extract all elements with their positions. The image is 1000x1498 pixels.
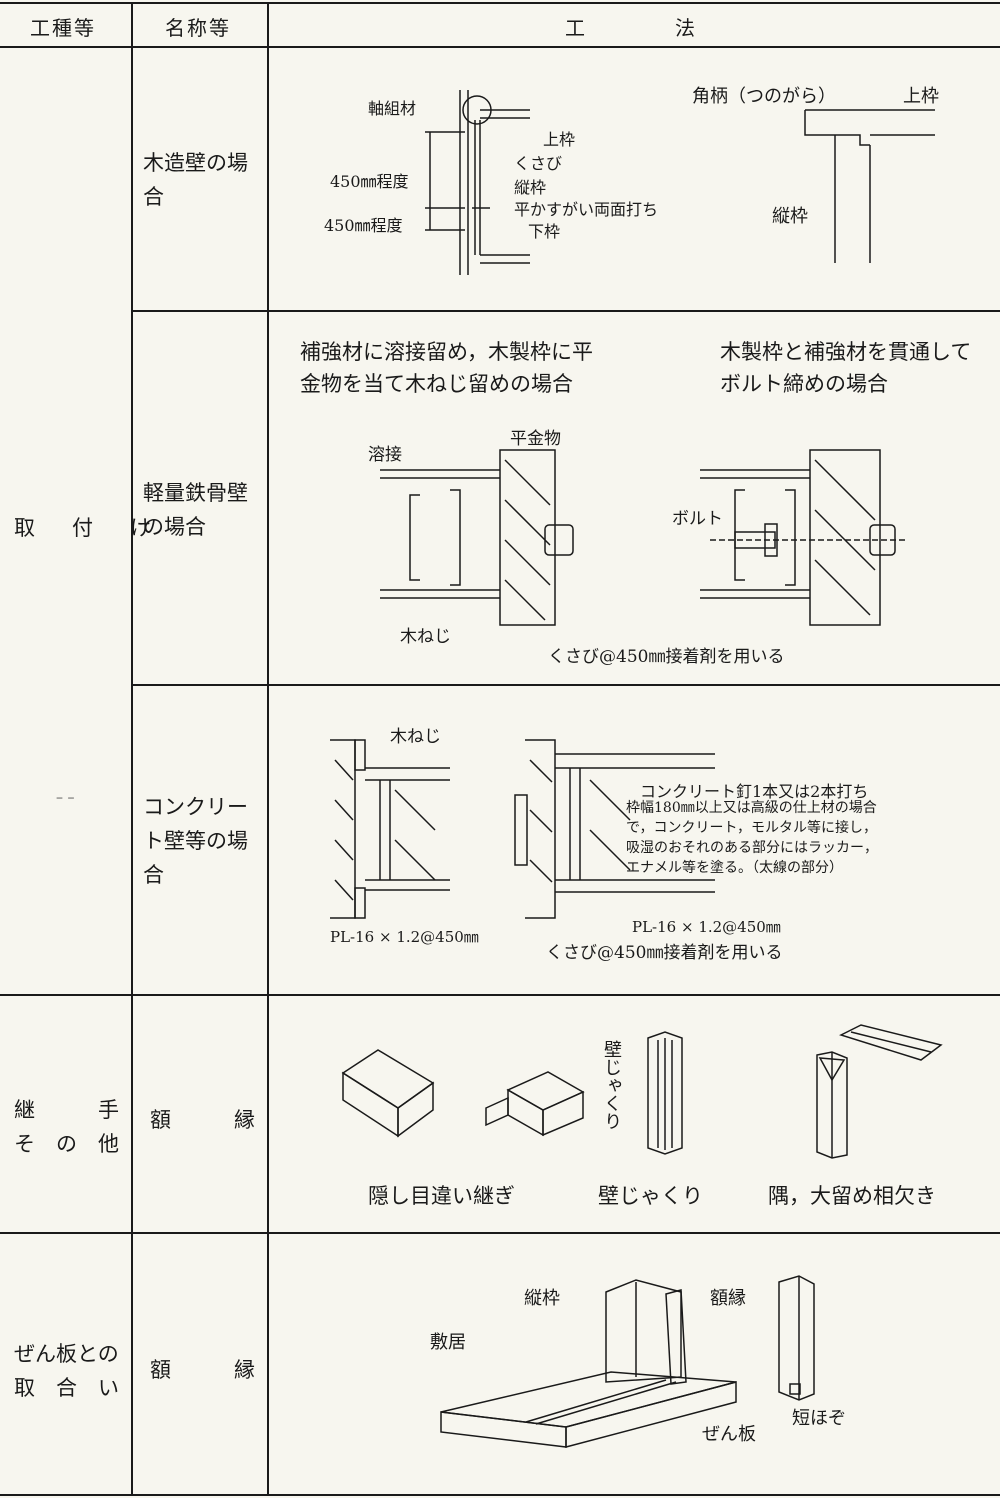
sumi-horizontal-drawing xyxy=(836,1020,946,1065)
tsunogara-diagram xyxy=(800,105,940,265)
steel-bolted-diagram xyxy=(700,450,910,630)
wood-frame-diagram xyxy=(420,80,560,280)
kabejakuri-drawing xyxy=(640,1030,690,1155)
label-yosetsu: 溶接 xyxy=(368,445,402,465)
row-rule xyxy=(0,994,1000,996)
label-sumi: 隅，大留め相欠き xyxy=(768,1184,936,1208)
name-concrete: コンクリート壁等の場合 xyxy=(143,795,248,887)
label-dim1: 450㎜程度 xyxy=(330,172,409,191)
concrete-note: 枠幅180㎜以上又は高級の仕上材の場合 で，コンクリート，モルタル等に接し， 吸… xyxy=(626,800,878,876)
category-tsugite-2: そ の 他 xyxy=(14,1132,119,1156)
name-steel: 軽量鉄骨壁の場合 xyxy=(143,481,248,539)
label-gakubuchi-zenita: 額縁 xyxy=(710,1288,746,1309)
table-top-rule xyxy=(0,2,1000,4)
label-shikii: 敷居 xyxy=(430,1332,466,1353)
label-pl-right: PL-16 × 1.2@450㎜ xyxy=(632,918,781,936)
label-dim2: 450㎜程度 xyxy=(324,216,403,235)
concrete-left-diagram xyxy=(325,740,455,925)
label-tanhozo: 短ほぞ xyxy=(792,1408,846,1429)
steel-welded-diagram xyxy=(380,450,580,630)
kakushi-joint-drawing xyxy=(338,1048,438,1138)
label-kabe-vertical: 壁じゃくり xyxy=(601,1040,622,1130)
label-zenita: ぜん板 xyxy=(702,1424,756,1445)
label-kusabi-concrete: くさび@450㎜接着剤を用いる xyxy=(546,943,783,963)
label-pl-left: PL-16 × 1.2@450㎜ xyxy=(330,928,479,946)
column-rule-2 xyxy=(267,2,269,1496)
tanhozo-drawing xyxy=(774,1274,824,1404)
label-kinezi-concrete: 木ねじ xyxy=(390,727,441,747)
name-gakubuchi-1: 額 縁 xyxy=(150,1108,255,1132)
header-name: 名称等 xyxy=(165,16,231,40)
header-category: 工種等 xyxy=(30,16,96,40)
label-bolt: ボルト xyxy=(672,509,723,529)
name-wood: 木造壁の場合 xyxy=(143,151,248,209)
label-hiraka: 平かすがい両面打ち xyxy=(514,200,659,219)
row-rule xyxy=(0,1232,1000,1234)
category-zenita-2: 取 合 い xyxy=(14,1376,119,1400)
row-rule xyxy=(131,310,1000,312)
header-method-b: 法 xyxy=(675,16,697,40)
label-kamiwaku-2: 上枠 xyxy=(903,86,939,107)
label-kinezi: 木ねじ xyxy=(400,627,451,647)
label-tatewaku: 縦枠 xyxy=(514,178,547,197)
label-tatewaku-zenita: 縦枠 xyxy=(524,1288,560,1309)
label-kamiwaku: 上枠 xyxy=(543,130,576,149)
label-tsunogara: 角柄（つのがら） xyxy=(692,86,836,107)
header-method-a: 工 xyxy=(565,16,587,40)
label-kakushi: 隠し目違い継ぎ xyxy=(368,1184,515,1208)
header-rule xyxy=(0,46,1000,48)
label-tatewaku-2: 縦枠 xyxy=(772,206,808,227)
row-rule xyxy=(131,684,1000,686)
category-tsugite-1: 継 手 xyxy=(14,1098,119,1122)
column-rule-1 xyxy=(131,2,133,1496)
category-zenita-1: ぜん板との xyxy=(14,1342,119,1366)
label-kabejakuri: 壁じゃくり xyxy=(598,1184,703,1208)
name-gakubuchi-2: 額 縁 xyxy=(150,1358,255,1382)
kakushi-tenon-drawing xyxy=(478,1070,588,1140)
label-kusabi: くさび xyxy=(514,154,563,173)
caption-steel-right: 木製枠と補強材を貫通して ボルト締めの場合 xyxy=(720,340,972,396)
zenita-assembly-drawing xyxy=(436,1272,746,1462)
label-kusabi-steel: くさび@450㎜接着剤を用いる xyxy=(548,647,785,667)
label-shitawaku: 下枠 xyxy=(528,222,561,241)
stray-mark: – – xyxy=(56,790,75,806)
label-jikugumi: 軸組材 xyxy=(368,99,417,118)
concrete-right-diagram xyxy=(510,740,720,925)
category-toritsuke: 取 付 け xyxy=(14,516,159,540)
table-bottom-rule xyxy=(0,1494,1000,1496)
label-nail: コンクリート釘1本又は2本打ち xyxy=(640,782,869,801)
label-hirakanamono: 平金物 xyxy=(510,429,561,449)
caption-steel-left: 補強材に溶接留め，木製枠に平 金物を当て木ねじ留めの場合 xyxy=(300,340,593,396)
sumi-vertical-drawing xyxy=(812,1050,852,1160)
